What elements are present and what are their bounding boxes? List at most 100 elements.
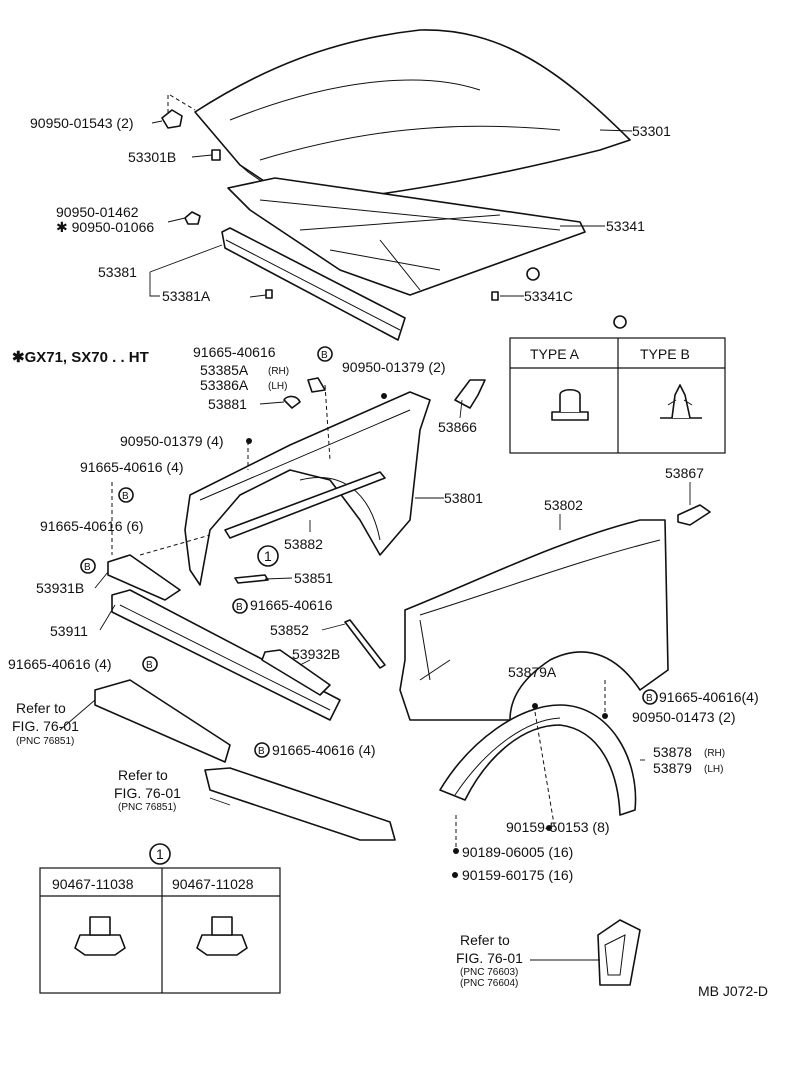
- leader-line: [167, 217, 186, 223]
- svg-text:B: B: [146, 660, 153, 671]
- leader-line: [264, 577, 293, 580]
- label-91665-40616-4a: 91665-40616 (4): [80, 459, 184, 475]
- clip-type-a-icon: [551, 388, 589, 421]
- callout-b: B: [642, 689, 658, 705]
- table-marker-icon: [613, 315, 627, 329]
- guide-line: [139, 534, 211, 556]
- svg-text:FIG. 76-01: FIG. 76-01: [456, 950, 523, 966]
- leader-line: [99, 604, 116, 631]
- label-53878-side: (RH): [704, 748, 725, 759]
- svg-text:1: 1: [156, 846, 164, 862]
- table-header-type-a: TYPE A: [530, 346, 580, 362]
- label-53802: 53802: [544, 497, 583, 513]
- table-header-type-b: TYPE B: [640, 346, 690, 362]
- hood-bumper-icon: [211, 149, 221, 161]
- clip-53341C-icon: [491, 291, 499, 301]
- reference-note: Refer to FIG. 76-01 (PNC 76851): [12, 700, 79, 747]
- leader-line: [209, 797, 231, 806]
- bolt-dot: [246, 438, 252, 444]
- leader-line: [259, 401, 285, 405]
- label-53879A: 53879A: [508, 664, 557, 680]
- leader-line: [94, 571, 109, 589]
- label-91665-40616-4b: 91665-40616 (4): [8, 656, 112, 672]
- clip-type-table: [509, 315, 726, 454]
- label-53911: 53911: [50, 623, 88, 639]
- svg-text:(PNC 76604): (PNC 76604): [460, 978, 518, 989]
- svg-text:B: B: [321, 350, 328, 361]
- hood-seal: [221, 227, 406, 341]
- label-53852: 53852: [270, 622, 309, 638]
- label-53881: 53881: [208, 396, 247, 412]
- label-53385A: 53385A: [200, 362, 249, 378]
- leader-line: [149, 244, 223, 273]
- label-90950-01379-2: 90950-01379 (2): [342, 359, 446, 375]
- model-note: ✱GX71, SX70 . . HT: [12, 349, 149, 366]
- label-53341C: 53341C: [524, 288, 573, 304]
- reference-note: Refer to FIG. 76-01 (PNC 76851): [114, 767, 181, 813]
- nut-table: [39, 867, 281, 994]
- bolt-dot: [532, 703, 538, 709]
- label-90950-01543: 90950-01543 (2): [30, 115, 134, 131]
- svg-text:B: B: [236, 602, 243, 613]
- svg-text:B: B: [122, 491, 129, 502]
- table-header-90467-11028: 90467-11028: [172, 876, 254, 892]
- leader-line: [59, 699, 96, 731]
- leader-line: [249, 294, 267, 298]
- leader-line: [191, 154, 213, 158]
- leader-line: [149, 272, 160, 297]
- svg-text:B: B: [258, 746, 265, 757]
- nut-90467-11028-icon: [196, 916, 248, 956]
- label-53932B: 53932B: [292, 646, 340, 662]
- part-53867-icon: [677, 504, 711, 526]
- bracket-53932B: [261, 649, 331, 696]
- callout-1: 1: [257, 545, 279, 567]
- svg-text:(PNC 76603): (PNC 76603): [460, 967, 518, 978]
- svg-text:(PNC 76851): (PNC 76851): [118, 802, 176, 813]
- callout-b: B: [317, 346, 333, 362]
- svg-text:1: 1: [264, 548, 272, 564]
- callout-b: B: [80, 558, 96, 574]
- drawing-code: MB J072-D: [698, 983, 768, 999]
- mud-guard: [597, 919, 641, 986]
- label-53882: 53882: [284, 536, 323, 552]
- hood-cushion-2-icon: [184, 211, 201, 225]
- svg-text:B: B: [646, 693, 653, 704]
- label-53301B: 53301B: [128, 149, 176, 165]
- label-53386A: 53386A: [200, 377, 249, 393]
- reference-note: Refer to FIG. 76-01 (PNC 76603) (PNC 766…: [456, 932, 523, 989]
- callout-b: B: [142, 656, 158, 672]
- callout-b: B: [254, 742, 270, 758]
- bolt-dot: [452, 872, 458, 878]
- leader-line: [151, 120, 163, 124]
- table-header-90467-11038: 90467-11038: [52, 876, 134, 892]
- rod-53852: [344, 619, 386, 669]
- bracket-53931B: [107, 554, 181, 601]
- clip-type-b-icon: [660, 384, 702, 419]
- label-53867: 53867: [665, 465, 704, 481]
- label-53879-side: (LH): [704, 764, 723, 775]
- callout-b: B: [232, 598, 248, 614]
- rod-53851: [234, 574, 269, 584]
- label-53931B: 53931B: [36, 580, 84, 596]
- label-91665-40616-4d: 91665-40616 (4): [272, 742, 376, 758]
- label-53878: 53878: [653, 744, 692, 760]
- label-53385A-side: (RH): [268, 366, 289, 377]
- label-53386A-side: (LH): [268, 381, 287, 392]
- clip-53381A-icon: [265, 289, 273, 299]
- label-91665-40616-4c: 91665-40616(4): [659, 689, 759, 705]
- callout-b: B: [118, 487, 134, 503]
- callout-1: 1: [149, 843, 171, 865]
- hood-cushion-icon: [161, 109, 183, 129]
- fender-reinforcement: [224, 471, 386, 539]
- label-53341: 53341: [606, 218, 645, 234]
- label-91665-40616-top: 91665-40616: [193, 344, 276, 360]
- leader-line: [299, 659, 311, 666]
- clip-53881-icon: [283, 395, 301, 409]
- label-90950-01473: 90950-01473 (2): [632, 709, 736, 725]
- right-fender: [399, 519, 669, 721]
- bolt-dot: [546, 825, 552, 831]
- svg-text:FIG. 76-01: FIG. 76-01: [114, 785, 181, 801]
- leader-line: [321, 623, 346, 631]
- svg-text:B: B: [84, 562, 91, 573]
- leader-line: [459, 399, 463, 419]
